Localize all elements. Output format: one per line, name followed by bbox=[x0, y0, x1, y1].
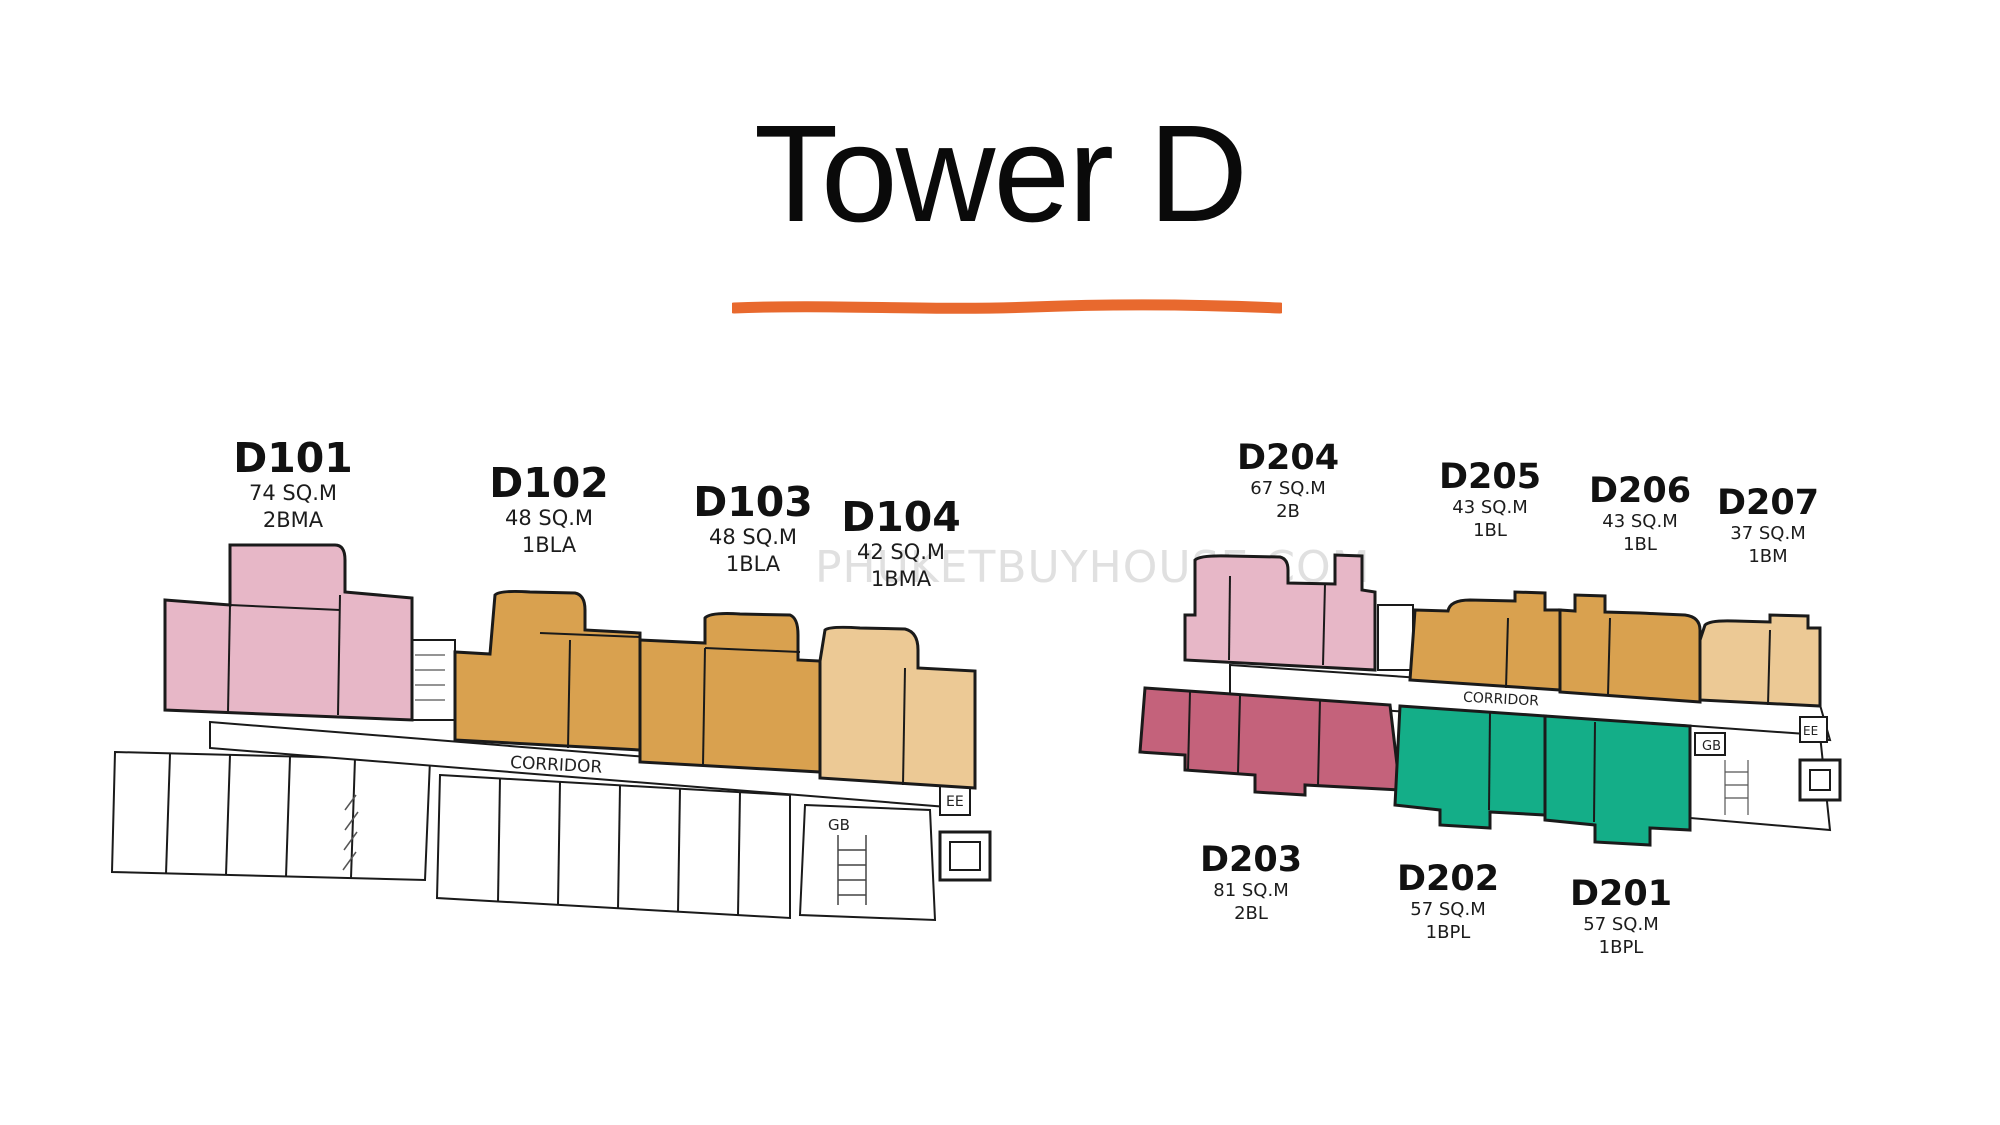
right-ee-label: EE bbox=[1803, 724, 1818, 738]
right-corridor-label: CORRIDOR bbox=[1463, 690, 1540, 710]
unit-area: 48 SQ.M bbox=[504, 506, 594, 531]
unit-type: 1BM bbox=[1748, 546, 1788, 568]
unit-area: 48 SQ.M bbox=[708, 525, 798, 550]
unit-code: D104 bbox=[841, 493, 961, 541]
unit-label-d101: D101 74 SQ.M 2BMA bbox=[233, 434, 353, 535]
title-underline bbox=[732, 299, 1282, 314]
unit-type: 1BL bbox=[1473, 520, 1507, 542]
unit-area: 57 SQ.M bbox=[1410, 898, 1486, 920]
unit-code: D204 bbox=[1236, 438, 1340, 478]
unit-area: 57 SQ.M bbox=[1583, 913, 1659, 935]
unit-area: 43 SQ.M bbox=[1452, 496, 1528, 518]
unit-type: 1BL bbox=[1623, 534, 1657, 556]
unit-area: 43 SQ.M bbox=[1602, 510, 1678, 532]
unit-label-d102: D102 48 SQ.M 1BLA bbox=[489, 459, 609, 560]
unit-type: 2BMA bbox=[262, 508, 324, 533]
unit-label-d207: D207 37 SQ.M 1BM bbox=[1717, 485, 1819, 569]
left-corridor-label: CORRIDOR bbox=[510, 753, 603, 778]
unit-label-d201: D201 57 SQ.M 1BPL bbox=[1570, 876, 1672, 960]
page-title: Tower D bbox=[753, 97, 1248, 251]
unit-type: 2B bbox=[1276, 501, 1300, 523]
unit-label-d104: D104 42 SQ.M 1BMA bbox=[841, 493, 961, 594]
unit-code: D205 bbox=[1438, 457, 1542, 497]
unit-code: D203 bbox=[1199, 840, 1303, 880]
unit-label-d205: D205 43 SQ.M 1BL bbox=[1439, 459, 1541, 543]
unit-label-d202: D202 57 SQ.M 1BPL bbox=[1397, 861, 1499, 945]
unit-area: 67 SQ.M bbox=[1250, 477, 1326, 499]
unit-type: 1BLA bbox=[725, 552, 781, 577]
unit-label-d103: D103 48 SQ.M 1BLA bbox=[693, 478, 813, 579]
unit-label-d206: D206 43 SQ.M 1BL bbox=[1589, 473, 1691, 557]
unit-type: 1BMA bbox=[870, 567, 932, 592]
unit-code: D103 bbox=[693, 478, 813, 526]
unit-type: 1BPL bbox=[1598, 937, 1644, 959]
unit-code: D206 bbox=[1588, 471, 1692, 511]
unit-type: 2BL bbox=[1234, 903, 1268, 925]
unit-area: 74 SQ.M bbox=[248, 481, 338, 506]
unit-label-d204: D204 67 SQ.M 2B bbox=[1237, 440, 1339, 524]
unit-type: 1BPL bbox=[1425, 922, 1471, 944]
left-ee-label: EE bbox=[946, 794, 964, 810]
unit-type: 1BLA bbox=[521, 533, 577, 558]
unit-code: D101 bbox=[233, 434, 353, 482]
unit-area: 42 SQ.M bbox=[856, 540, 946, 565]
unit-code: D201 bbox=[1569, 874, 1673, 914]
unit-label-d203: D203 81 SQ.M 2BL bbox=[1200, 842, 1302, 926]
unit-code: D202 bbox=[1396, 859, 1500, 899]
right-gb-label: GB bbox=[1702, 739, 1721, 754]
unit-code: D207 bbox=[1716, 483, 1820, 523]
unit-area: 81 SQ.M bbox=[1213, 879, 1289, 901]
unit-area: 37 SQ.M bbox=[1730, 522, 1806, 544]
unit-code: D102 bbox=[489, 459, 609, 507]
left-gb-label: GB bbox=[828, 816, 850, 834]
